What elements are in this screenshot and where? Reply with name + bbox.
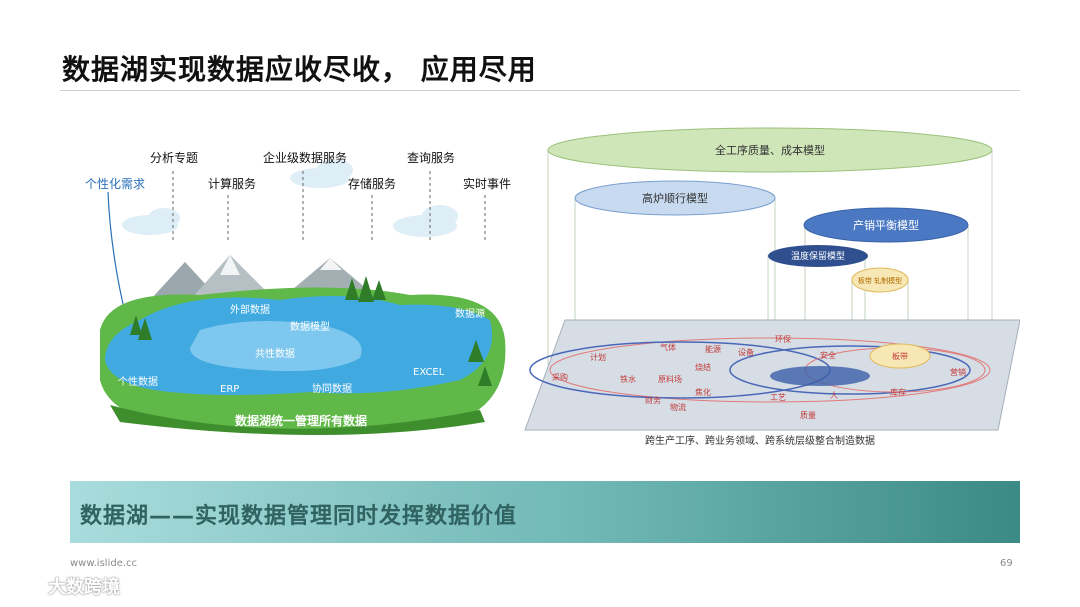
- service-label: 个性化需求: [85, 177, 145, 191]
- service-label: 查询服务: [407, 150, 455, 165]
- model-label: 温度保留模型: [791, 250, 845, 262]
- model-label: 产销平衡模型: [853, 218, 919, 232]
- core-overlap: [770, 366, 870, 386]
- lake-label: 外部数据: [230, 303, 270, 316]
- summary-banner: 数据湖——实现数据管理同时发挥数据价值: [70, 481, 1020, 543]
- plane-tag: 烧结: [695, 362, 711, 372]
- lake-label: 个性数据: [118, 375, 158, 388]
- watermark: 大数跨境: [10, 572, 120, 600]
- service-label: 存储服务: [348, 176, 396, 191]
- lake-caption: 数据湖统一管理所有数据: [235, 413, 367, 428]
- lake-label: 协同数据: [312, 382, 352, 395]
- service-label: 企业级数据服务: [263, 150, 347, 165]
- model-label: 全工序质量、成本模型: [715, 143, 825, 157]
- model-layer-diagram: 采购 计划 气体 能源 设备 环保 铁水 原料场 烧结 焦化 物流 财务 工艺 …: [520, 120, 1020, 460]
- plane-tag: 安全: [820, 350, 836, 360]
- page-number: 69: [1000, 558, 1013, 569]
- watermark-text: 大数跨境: [48, 573, 120, 599]
- plane-tag: 库存: [890, 387, 906, 397]
- plane-tag: 计划: [590, 352, 606, 362]
- plane-caption: 跨生产工序、跨业务领域、跨系统层级整合制造数据: [645, 434, 875, 447]
- plane-tag: 焦化: [695, 387, 711, 397]
- plane-tag: 铁水: [620, 374, 636, 384]
- plane-tag: 设备: [738, 347, 754, 357]
- plane-tag: 财务: [645, 395, 661, 405]
- lake-label: 数据源: [455, 307, 485, 320]
- slide-title: 数据湖实现数据应收尽收， 应用尽用: [62, 48, 537, 88]
- plane-tag: 原料场: [658, 374, 682, 384]
- plane-tag: 气体: [660, 342, 676, 352]
- data-lake-illustration: 个性化需求 分析专题 计算服务 企业级数据服务 存储服务 查询服务 实时事件 外…: [80, 130, 520, 450]
- plane-tag: 能源: [705, 344, 721, 354]
- plane-tag: 人: [830, 391, 838, 400]
- lake-label: 数据模型: [290, 320, 330, 333]
- lake-label: ERP: [220, 384, 239, 395]
- model-label: 板带 轧制模型: [858, 276, 902, 285]
- plane-tag: 环保: [775, 334, 791, 344]
- footer-url: www.islide.cc: [70, 558, 137, 569]
- plane-tag: 物流: [670, 402, 686, 412]
- service-label: 实时事件: [463, 176, 511, 191]
- model-label: 高炉顺行模型: [642, 191, 708, 205]
- plane-tag: 采购: [552, 372, 568, 382]
- service-label: 计算服务: [208, 176, 256, 191]
- watermark-logo-icon: [10, 574, 44, 598]
- plane-tag: 营销: [950, 367, 966, 377]
- cloud-icon: [122, 159, 458, 237]
- plane-tag: 质量: [800, 410, 816, 420]
- title-divider: [60, 90, 1020, 91]
- plane-tag: 工艺: [770, 393, 786, 402]
- lake-label: 共性数据: [255, 347, 295, 360]
- lake-label: EXCEL: [413, 367, 445, 378]
- service-label: 分析专题: [150, 150, 198, 165]
- plane-inner-label: 板带: [892, 351, 908, 361]
- banner-text: 数据湖——实现数据管理同时发挥数据价值: [80, 498, 517, 530]
